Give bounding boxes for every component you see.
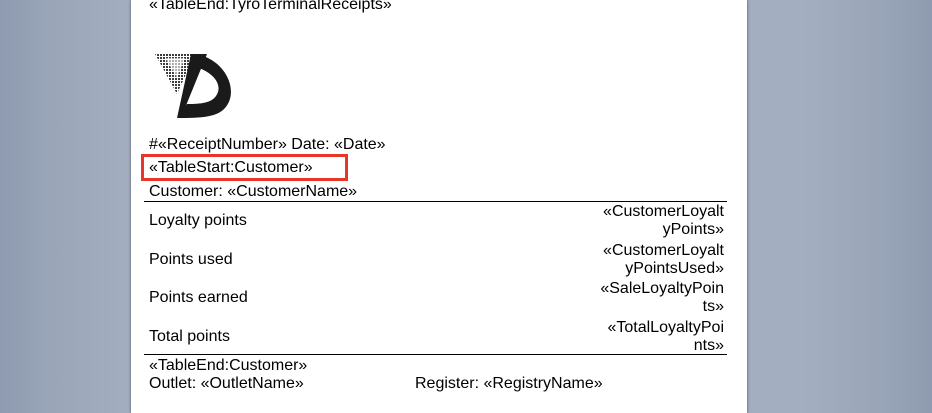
row-value: «SaleLoyaltyPoin ts» — [600, 280, 724, 315]
row-label: Total points — [149, 327, 230, 345]
row-value: «TotalLoyaltyPoi nts» — [607, 318, 724, 354]
outlet-line: Outlet: «OutletName» — [149, 375, 304, 392]
row-value: «CustomerLoyalt yPoints» — [603, 203, 724, 238]
row-label: Points used — [149, 250, 233, 268]
loyalty-table: Loyalty points «CustomerLoyalt yPoints» … — [144, 202, 727, 356]
register-line: Register: «RegistryName» — [415, 375, 603, 392]
row-value: «CustomerLoyalt yPointsUsed» — [603, 241, 724, 277]
document-page: «TableEnd:TyroTerminalReceipts» #«Receip… — [131, 0, 747, 413]
highlight-box — [141, 154, 348, 181]
table-row: Points earned «SaleLoyaltyPoin ts» — [144, 279, 727, 318]
company-logo-icon — [155, 54, 231, 118]
table-row: Points used «CustomerLoyalt yPointsUsed» — [144, 241, 727, 280]
table-end-receipts-field: «TableEnd:TyroTerminalReceipts» — [149, 0, 392, 13]
receipt-number-line: #«ReceiptNumber» Date: «Date» — [149, 136, 386, 153]
row-label: Points earned — [149, 289, 248, 306]
row-label: Loyalty points — [149, 212, 247, 229]
table-bottom-border — [144, 354, 727, 355]
table-row: Total points «TotalLoyaltyPoi nts» — [144, 318, 727, 357]
table-row: Loyalty points «CustomerLoyalt yPoints» — [144, 202, 727, 241]
customer-line: Customer: «CustomerName» — [149, 183, 358, 200]
table-start-customer-field: «TableStart:Customer» — [149, 159, 313, 176]
table-top-border — [144, 201, 727, 202]
table-end-customer-field: «TableEnd:Customer» — [149, 357, 308, 374]
